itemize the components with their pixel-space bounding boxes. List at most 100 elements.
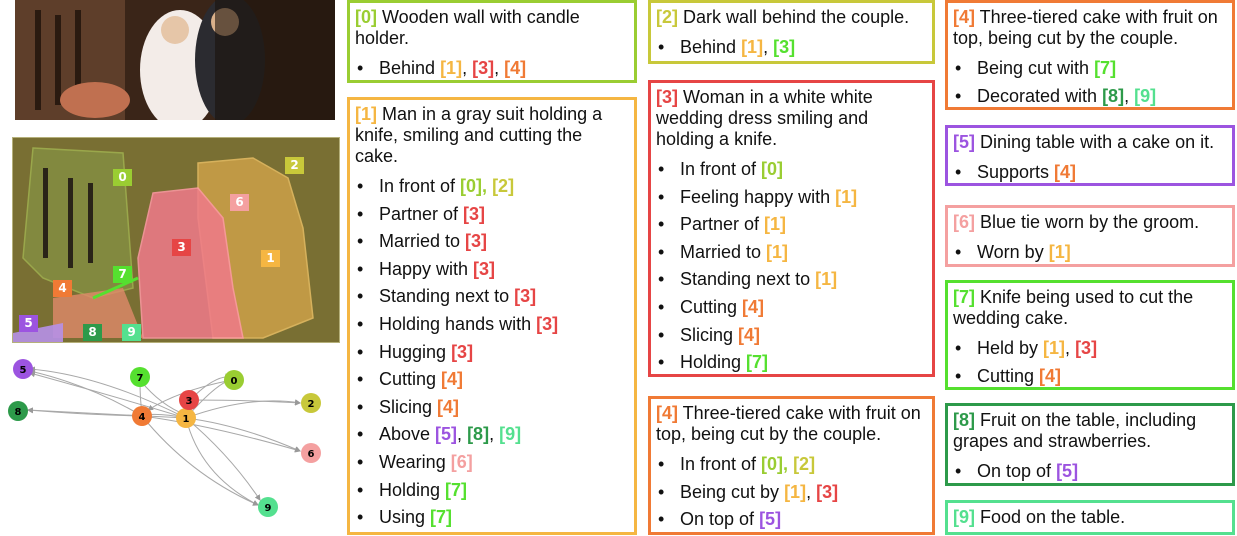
relation-list: Being cut with [7]Decorated with [8], [9… — [953, 55, 1226, 110]
relation-ref: [1] — [815, 269, 838, 290]
object-box-4-upper: [4] Three-tiered cake with fruit on top,… — [945, 0, 1235, 110]
relation-ref: [3] — [773, 37, 796, 57]
relation-item: Feeling happy with [1] — [656, 184, 926, 212]
graph-node-label-1: 1 — [183, 414, 190, 425]
seg-label-7: 7 — [113, 266, 132, 283]
relation-text: In front of — [379, 176, 461, 196]
relation-item: Standing next to [3] — [355, 283, 628, 311]
relation-ref: [3] — [816, 481, 839, 502]
object-box-2: [2] Dark wall behind the couple.Behind [… — [648, 0, 935, 64]
graph-node-label-0: 0 — [231, 376, 238, 387]
graph-node-label-8: 8 — [15, 407, 22, 418]
box-description: Blue tie worn by the groom. — [975, 212, 1200, 232]
relation-ref: [3] — [1075, 338, 1098, 358]
box-title: [4] Three-tiered cake with fruit on top,… — [953, 7, 1226, 49]
graph-node-label-3: 3 — [186, 396, 193, 407]
box-description: Man in a gray suit holding a knife, smil… — [355, 104, 603, 166]
box-ref: [1] — [355, 104, 377, 124]
graph-node-label-5: 5 — [20, 365, 27, 376]
relation-item: Partner of [1] — [656, 211, 926, 239]
relation-item: Held by [1], [3] — [953, 335, 1226, 363]
seg-label-5: 5 — [19, 315, 38, 332]
relation-ref: [5] — [435, 424, 458, 445]
graph-node-2 — [301, 393, 321, 413]
relation-item: In front of [0] — [656, 156, 926, 184]
relation-ref: , — [489, 424, 500, 445]
relation-text: Above — [379, 424, 436, 445]
box-description: Knife being used to cut the wedding cake… — [953, 287, 1194, 328]
relation-item: Behind [1], [3] — [656, 34, 926, 62]
relation-item: Cutting [4] — [656, 294, 926, 322]
relation-list: Supports [4] — [953, 159, 1226, 187]
relation-ref: [9] — [499, 424, 522, 445]
graph-node-3 — [179, 390, 199, 410]
graph-node-label-4: 4 — [139, 412, 146, 423]
relation-list: In front of [0]Feeling happy with [1]Par… — [656, 156, 926, 377]
relation-ref: [1] — [1048, 242, 1071, 262]
box-title: [4] Three-tiered cake with fruit on top,… — [656, 403, 926, 445]
box-description: Dark wall behind the couple. — [678, 7, 910, 27]
relation-ref: [8] — [467, 424, 490, 445]
box-ref: [9] — [953, 507, 975, 527]
relation-ref: [7] — [445, 479, 468, 500]
seg-label-3: 3 — [172, 239, 191, 256]
graph-node-4 — [132, 406, 152, 426]
box-ref: [6] — [953, 212, 975, 232]
relation-ref: [7] — [1094, 58, 1117, 78]
graph-node-label-9: 9 — [265, 503, 272, 514]
relation-ref: [1] — [766, 241, 789, 262]
relation-item: Holding hands with [3] — [355, 311, 628, 339]
relation-ref: [3] — [451, 341, 474, 362]
relation-ref: [1] — [440, 58, 463, 78]
relation-item: Being cut by [1], [3] — [656, 479, 926, 507]
relation-ref: [0] — [460, 176, 483, 196]
graph-node-1 — [176, 408, 196, 428]
relation-ref: [0] — [761, 454, 784, 474]
graph-node-8 — [8, 401, 28, 421]
graph-node-label-6: 6 — [308, 449, 315, 460]
object-box-6: [6] Blue tie worn by the groom. Worn by [… — [945, 205, 1235, 267]
relation-text: Decorated with — [977, 85, 1103, 106]
relation-item: Hugging [3] — [355, 339, 628, 367]
relation-text: In front of — [680, 159, 762, 179]
relation-item: Partner of [3] — [355, 201, 628, 229]
relation-item: Supports [4] — [953, 159, 1226, 187]
relation-ref: [3] — [473, 258, 496, 279]
relation-ref: [4] — [1054, 162, 1077, 182]
box-title: [3] Woman in a white white wedding dress… — [656, 87, 926, 150]
relation-ref: [8] — [1102, 85, 1125, 106]
relation-ref: [2] — [793, 454, 816, 474]
relation-text: Behind — [680, 37, 742, 57]
box-ref: [8] — [953, 410, 975, 430]
relation-ref: [4] — [738, 324, 761, 345]
box-title: [5] Dining table with a cake on it. — [953, 132, 1226, 153]
relation-list: In front of [0], [2]Partner of [3]Marrie… — [355, 173, 628, 532]
relation-text: Standing next to — [680, 269, 816, 290]
relation-ref: , — [457, 424, 468, 445]
relation-list: Worn by [1] — [953, 239, 1226, 267]
seg-label-1: 1 — [261, 250, 280, 267]
box-ref: [0] — [355, 7, 377, 27]
relation-ref: [7] — [430, 507, 453, 528]
scene-graph: 0 1 2 3 4 5 6 7 8 9 — [0, 355, 340, 525]
box-ref: [5] — [953, 132, 975, 152]
graph-node-label-7: 7 — [137, 373, 144, 384]
relation-item: Slicing [4] — [656, 322, 926, 350]
seg-label-0: 0 — [113, 169, 132, 186]
relation-item: In front of [0], [2] — [656, 451, 926, 479]
relation-ref: [4] — [441, 369, 464, 390]
relation-text: Held by — [977, 338, 1044, 358]
relation-text: Holding — [379, 479, 446, 500]
graph-node-0 — [224, 370, 244, 390]
relation-item: Holding [7] — [656, 349, 926, 377]
box-title: [9] Food on the table. — [953, 507, 1226, 528]
relation-text: Partner of — [680, 214, 765, 235]
relation-text: Worn by — [977, 242, 1049, 262]
relation-list: Held by [1], [3]Cutting [4] — [953, 335, 1226, 390]
box-description: Woman in a white white wedding dress smi… — [656, 87, 873, 149]
relation-text: Using — [379, 507, 431, 528]
graph-node-label-2: 2 — [308, 399, 315, 410]
relation-ref: , — [494, 58, 505, 78]
relation-ref: [3] — [465, 231, 488, 252]
relation-item: Above [5], [8], [9] — [355, 421, 628, 449]
